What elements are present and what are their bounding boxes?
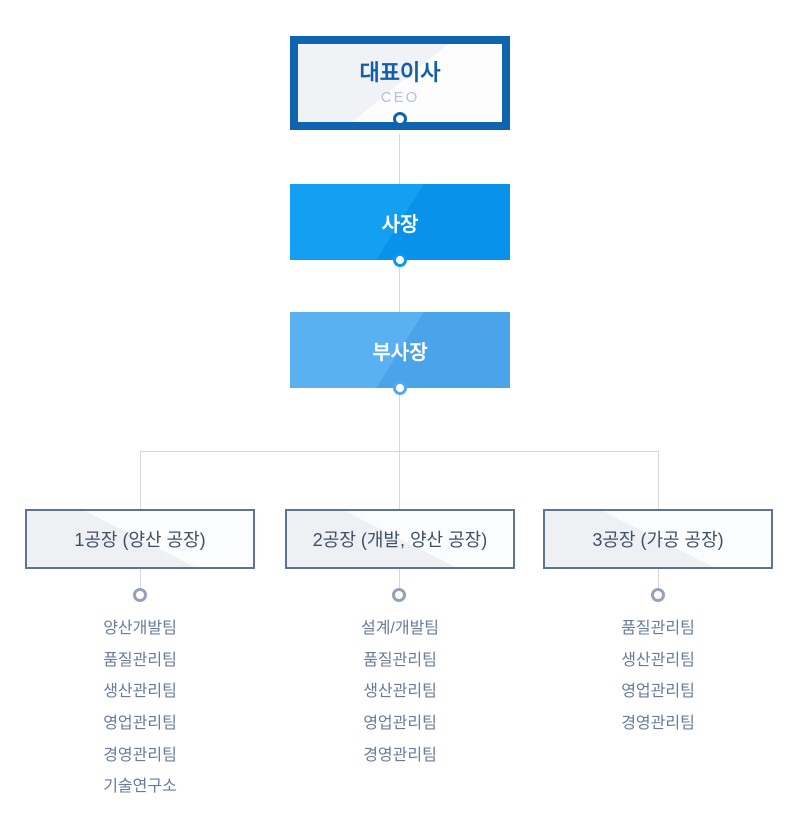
team-item: 영업관리팀 — [621, 683, 695, 701]
connector-ceo-president — [399, 134, 400, 184]
connector-vp-down — [399, 395, 400, 452]
factory-1-title: 1공장 (양산 공장) — [74, 530, 206, 550]
ceo-subtitle: CEO — [380, 88, 420, 106]
factory-1-node: 1공장 (양산 공장) — [25, 509, 255, 569]
team-item: 생산관리팀 — [103, 683, 177, 701]
team-item: 경영관리팀 — [621, 714, 695, 732]
vice-president-title: 부사장 — [372, 341, 428, 364]
factory-1-team-list: 양산개발팀 품질관리팀 생산관리팀 영업관리팀 경영관리팀 기술연구소 — [25, 610, 255, 800]
president-node: 사장 — [290, 184, 510, 267]
factory-3-team-list: 품질관리팀 생산관리팀 영업관리팀 경영관리팀 — [543, 610, 773, 737]
factory-2-node: 2공장 (개발, 양산 공장) — [285, 509, 515, 569]
team-item: 영업관리팀 — [103, 714, 177, 732]
president-title: 사장 — [381, 213, 419, 236]
president-connector-dot-icon — [393, 253, 407, 267]
factory-2-dot-icon — [392, 588, 406, 602]
team-item: 기술연구소 — [103, 778, 177, 796]
factory-3-node: 3공장 (가공 공장) — [543, 509, 773, 569]
team-item: 생산관리팀 — [363, 683, 437, 701]
team-item: 설계/개발팀 — [360, 619, 440, 637]
connector-factory-3-teams — [658, 569, 659, 588]
connector-branch-horizontal — [140, 451, 659, 452]
team-item: 품질관리팀 — [103, 651, 177, 669]
team-item: 경영관리팀 — [363, 746, 437, 764]
team-item: 생산관리팀 — [621, 651, 695, 669]
connector-factory-2-teams — [399, 569, 400, 588]
ceo-title: 대표이사 — [359, 60, 441, 86]
ceo-node: 대표이사 CEO — [290, 36, 510, 130]
factory-2-title: 2공장 (개발, 양산 공장) — [312, 530, 488, 550]
connector-branch-factory-2 — [399, 452, 400, 509]
vice-president-node: 부사장 — [290, 312, 510, 395]
team-item: 양산개발팀 — [103, 619, 177, 637]
factory-2-team-list: 설계/개발팀 품질관리팀 생산관리팀 영업관리팀 경영관리팀 — [285, 610, 515, 768]
connector-branch-factory-3 — [658, 452, 659, 509]
team-item: 품질관리팀 — [363, 651, 437, 669]
ceo-connector-dot-icon — [393, 112, 407, 126]
team-item: 품질관리팀 — [621, 619, 695, 637]
team-item: 영업관리팀 — [363, 714, 437, 732]
team-item: 경영관리팀 — [103, 746, 177, 764]
connector-factory-1-teams — [140, 569, 141, 588]
factory-3-dot-icon — [651, 588, 665, 602]
connector-president-vp — [399, 267, 400, 312]
vice-president-connector-dot-icon — [393, 381, 407, 395]
factory-1-dot-icon — [133, 588, 147, 602]
factory-3-title: 3공장 (가공 공장) — [592, 530, 724, 550]
connector-branch-factory-1 — [140, 452, 141, 509]
